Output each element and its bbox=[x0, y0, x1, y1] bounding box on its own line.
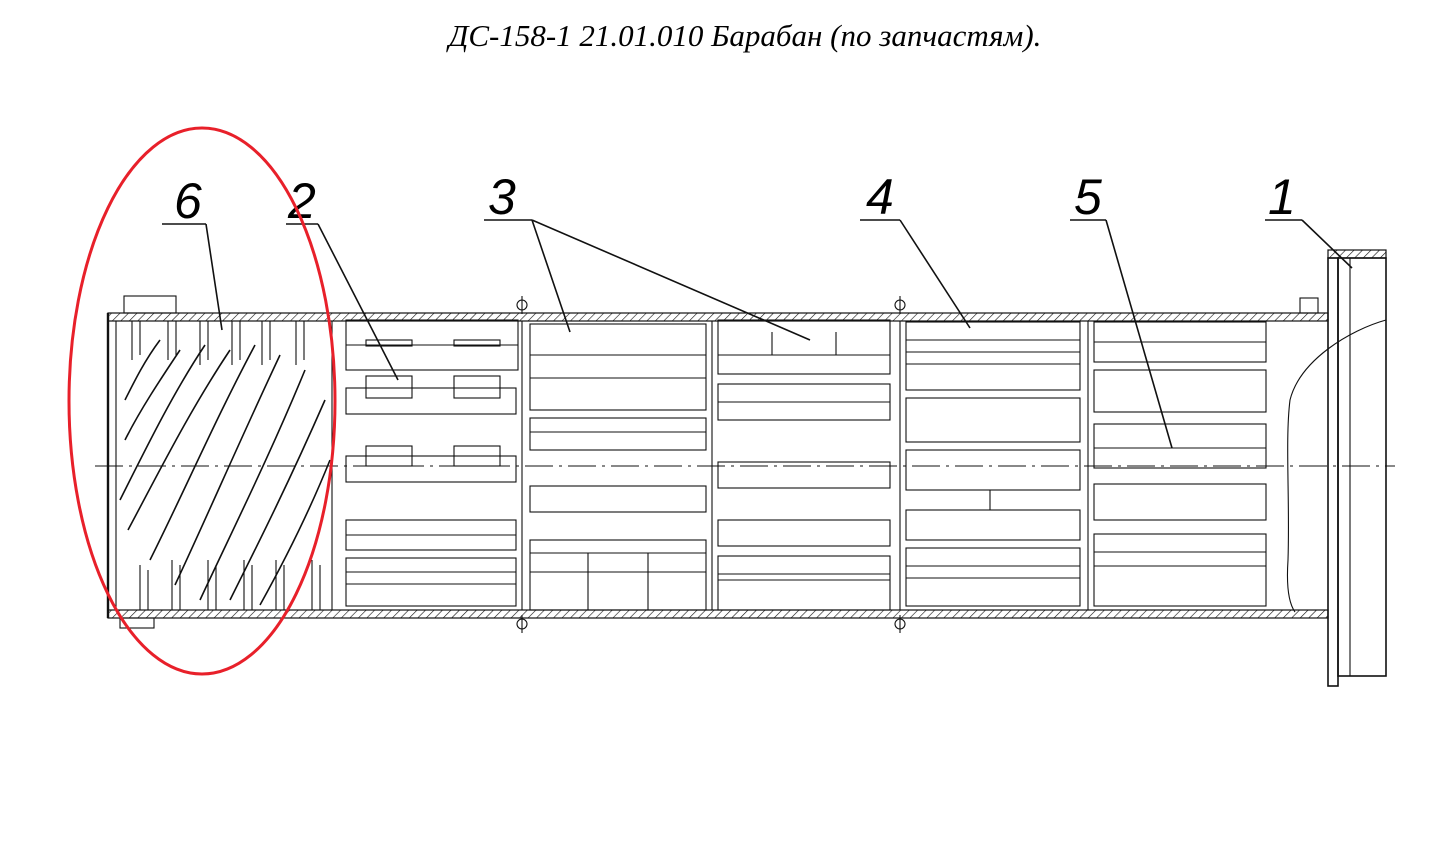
seam-bolts bbox=[119, 295, 1089, 633]
section-3-shelves bbox=[529, 319, 891, 611]
bolt-icon bbox=[894, 296, 906, 314]
page-title: ДС-158-1 21.01.010 Барабан (по запчастям… bbox=[448, 18, 1042, 53]
label-part-6: 6 bbox=[174, 173, 202, 229]
bolt-icon bbox=[516, 296, 528, 314]
label-part-1: 1 bbox=[1268, 169, 1296, 225]
section-1-end-flange bbox=[1286, 249, 1387, 687]
label-part-5: 5 bbox=[1074, 169, 1102, 225]
drum-shell bbox=[95, 312, 1395, 619]
section-4-shelves bbox=[905, 321, 1081, 607]
bolt-icon bbox=[516, 615, 528, 633]
section-6-spiral-blades bbox=[119, 321, 333, 610]
section-2-shelves bbox=[345, 319, 519, 607]
bolt-icon bbox=[894, 615, 906, 633]
label-part-4: 4 bbox=[866, 169, 894, 225]
label-part-3: 3 bbox=[488, 169, 516, 225]
leader-lines bbox=[162, 219, 1353, 449]
section-5-shelves bbox=[1093, 321, 1267, 607]
highlight-ellipse bbox=[67, 126, 337, 676]
